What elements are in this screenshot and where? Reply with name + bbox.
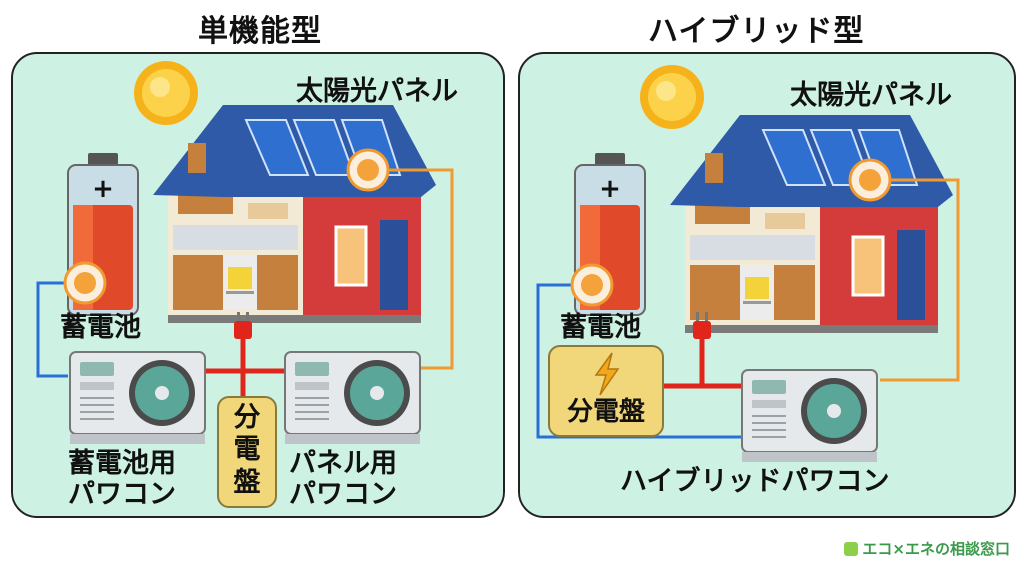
left-distribution-board: 分電盤 bbox=[217, 396, 277, 508]
left-battery-pcs-label: 蓄電池用 パワコン bbox=[68, 448, 176, 511]
leaf-logo-icon bbox=[844, 542, 859, 556]
left-solar-wire bbox=[368, 168, 454, 370]
left-solar-label: 太陽光パネル bbox=[296, 76, 458, 107]
left-battery-wire bbox=[36, 281, 85, 378]
right-solar-wire bbox=[870, 178, 960, 382]
right-distribution-board: 分電盤 bbox=[548, 345, 664, 437]
left-sun-icon bbox=[134, 61, 198, 125]
left-solar-pcs-icon bbox=[284, 351, 421, 445]
left-distribution-board-label: 分電盤 bbox=[233, 402, 261, 498]
left-solar-connector-icon bbox=[346, 148, 390, 192]
left-battery-connector-icon bbox=[63, 261, 107, 305]
right-battery-connector-icon bbox=[570, 263, 614, 307]
left-battery-pcs-icon bbox=[69, 351, 206, 445]
right-solar-label: 太陽光パネル bbox=[790, 80, 952, 111]
right-distribution-board-label: 分電盤 bbox=[566, 397, 645, 427]
left-battery-label: 蓄電池 bbox=[60, 312, 141, 343]
right-sun-icon bbox=[640, 65, 704, 129]
right-title: ハイブリッド型 bbox=[648, 14, 865, 49]
right-house-icon bbox=[668, 113, 955, 335]
right-battery-label: 蓄電池 bbox=[560, 312, 641, 343]
right-solar-connector-icon bbox=[848, 158, 892, 202]
left-title: 単機能型 bbox=[198, 14, 322, 49]
right-hybrid-pcs-icon bbox=[741, 369, 878, 463]
left-house-icon bbox=[151, 103, 438, 325]
right-battery-wire bbox=[536, 283, 742, 439]
left-solar-pcs-label: パネル用 パワコン bbox=[289, 448, 397, 511]
lightning-icon bbox=[594, 352, 620, 396]
footer-brand[interactable]: エコ×エネの相談窓口 bbox=[844, 538, 1010, 559]
right-hybrid-pcs-label: ハイブリッドパワコン bbox=[620, 466, 890, 497]
